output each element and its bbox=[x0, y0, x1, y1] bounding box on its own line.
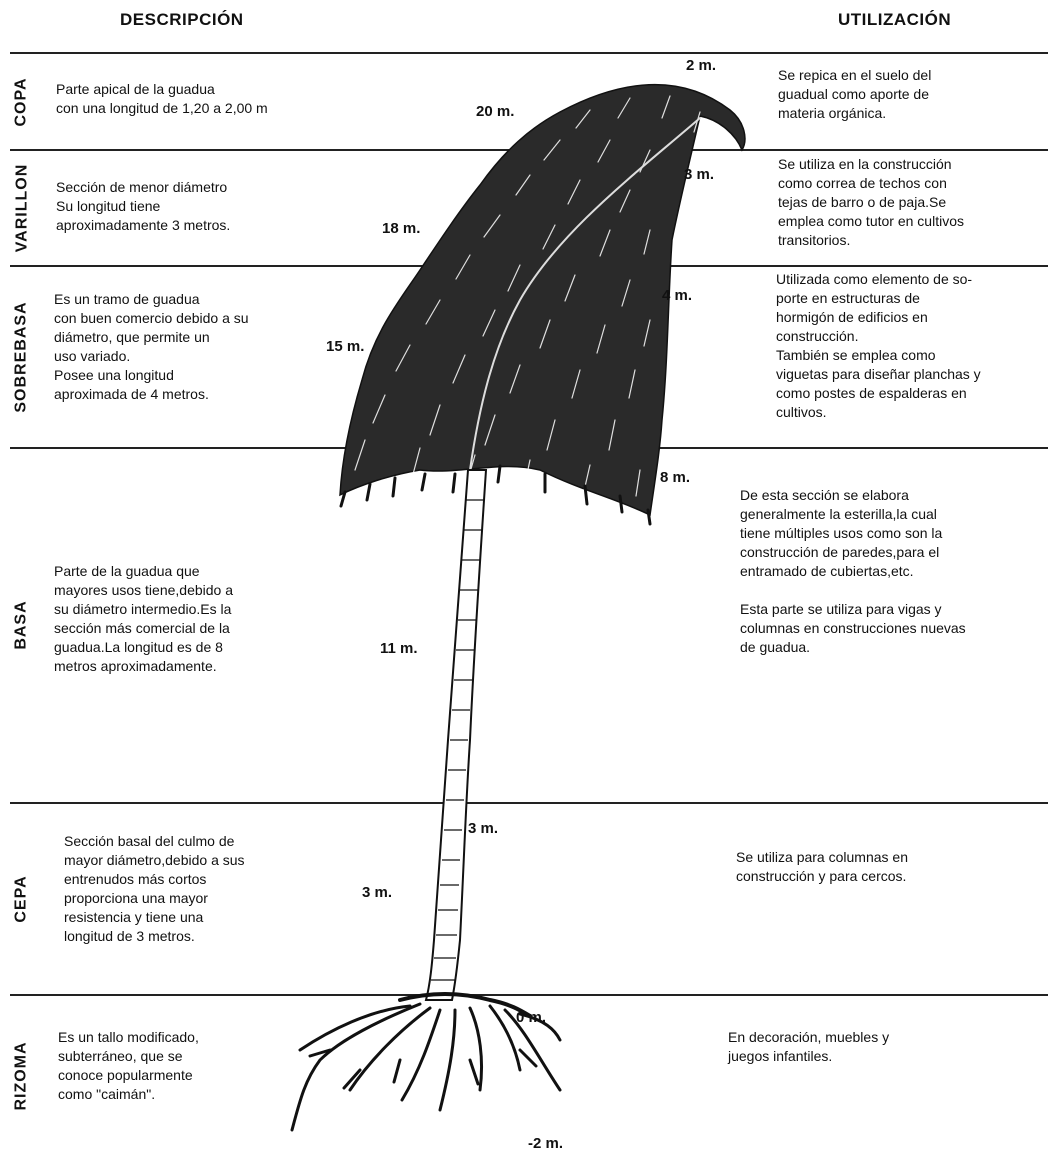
height-mark-3m: 3 m. bbox=[362, 884, 392, 901]
section-description-basa: Parte de la guadua que mayores usos tien… bbox=[54, 562, 334, 676]
section-name: BASA bbox=[13, 600, 31, 649]
ground-level-mark: 0 m. bbox=[516, 1009, 546, 1026]
section-name: SOBREBASA bbox=[13, 301, 31, 412]
section-utilization-varillon: Se utiliza en la construcción como corre… bbox=[778, 155, 1043, 250]
section-description-cepa: Sección basal del culmo de mayor diámetr… bbox=[64, 832, 334, 946]
depth-mark: -2 m. bbox=[528, 1135, 563, 1152]
section-utilization-cepa: Se utiliza para columnas en construcción… bbox=[736, 848, 1026, 886]
section-name: COPA bbox=[13, 77, 31, 126]
section-description-rizoma: Es un tallo modificado, subterráneo, que… bbox=[58, 1028, 298, 1104]
section-description-copa: Parte apical de la guadua con una longit… bbox=[56, 80, 376, 118]
section-utilization-sobrebasa: Utilizada como elemento de so- porte en … bbox=[776, 270, 1046, 422]
length-mark-varillon: 3 m. bbox=[684, 166, 714, 183]
section-description-varillon: Sección de menor diámetro Su longitud ti… bbox=[56, 178, 356, 235]
bamboo-foliage bbox=[340, 85, 745, 524]
section-name: RIZOMA bbox=[13, 1041, 31, 1110]
section-utilization-copa: Se repica en el suelo del guadual como a… bbox=[778, 66, 1043, 123]
length-mark-copa: 2 m. bbox=[686, 57, 716, 74]
length-mark-basa: 8 m. bbox=[660, 469, 690, 486]
section-utilization-basa: De esta sección se elabora generalmente … bbox=[740, 486, 1046, 657]
height-mark-20m: 20 m. bbox=[476, 103, 514, 120]
bamboo-culm bbox=[426, 470, 486, 1000]
section-label-varillon: VARILLON bbox=[0, 152, 44, 264]
section-label-cepa: CEPA bbox=[0, 805, 44, 993]
section-label-basa: BASA bbox=[0, 450, 44, 800]
section-description-sobrebasa: Es un tramo de guadua con buen comercio … bbox=[54, 290, 344, 404]
section-label-sobrebasa: SOBREBASA bbox=[0, 268, 44, 446]
section-utilization-rizoma: En decoración, muebles y juegos infantil… bbox=[728, 1028, 988, 1066]
height-mark-15m: 15 m. bbox=[326, 338, 364, 355]
section-name: VARILLON bbox=[13, 164, 31, 253]
length-mark-sobrebasa: 4 m. bbox=[662, 287, 692, 304]
section-label-rizoma: RIZOMA bbox=[0, 998, 44, 1153]
length-mark-cepa: 3 m. bbox=[468, 820, 498, 837]
section-label-copa: COPA bbox=[0, 56, 44, 148]
height-mark-18m: 18 m. bbox=[382, 220, 420, 237]
height-mark-11m: 11 m. bbox=[380, 640, 418, 657]
section-name: CEPA bbox=[13, 875, 31, 922]
